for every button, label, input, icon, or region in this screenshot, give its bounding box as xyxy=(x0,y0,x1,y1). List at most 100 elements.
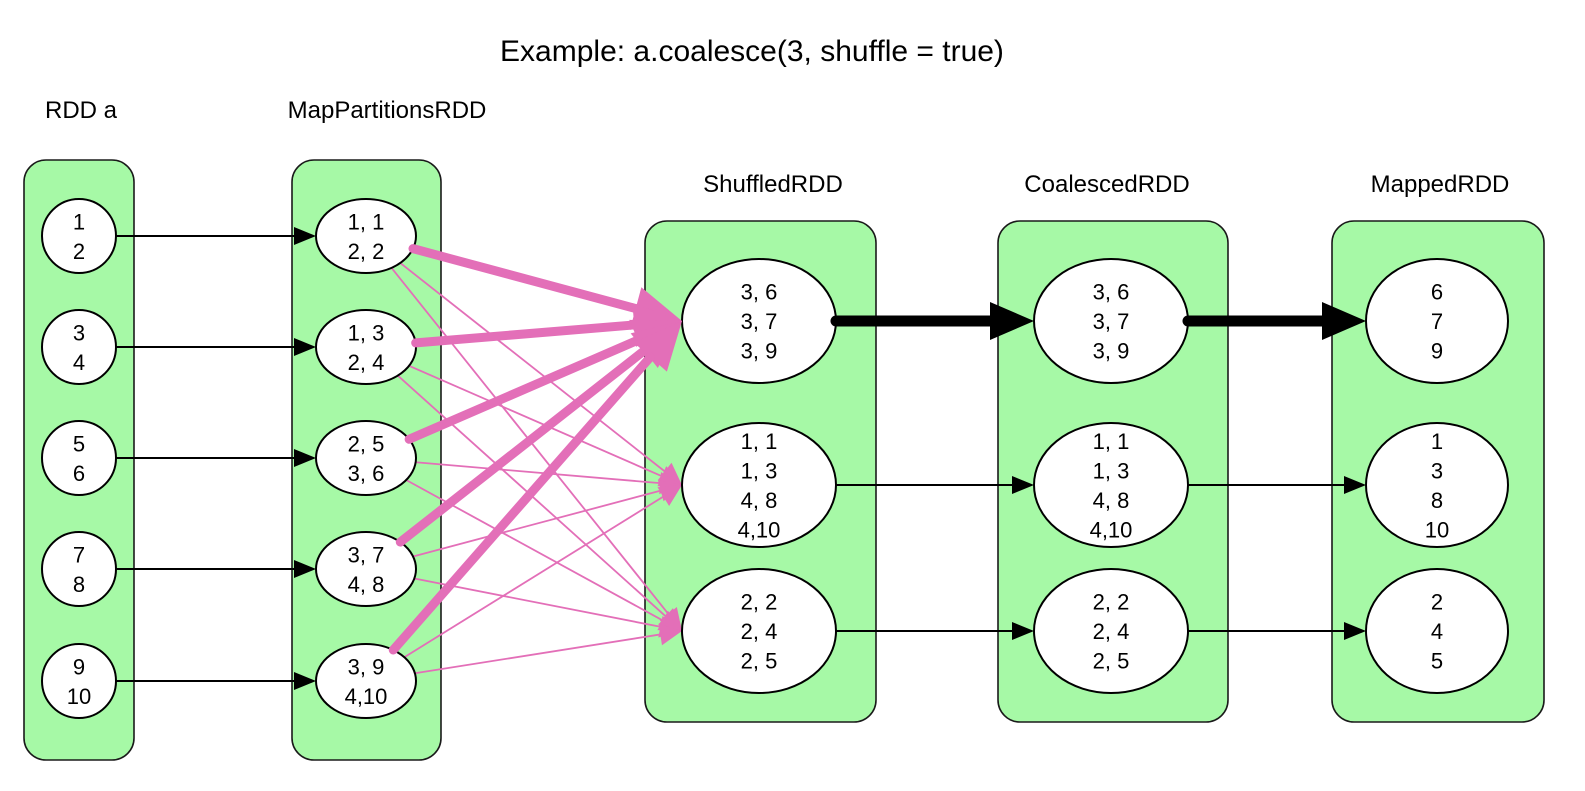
shuffled-rdd-partition-0[interactable]: 3, 6 3, 7 3, 9 xyxy=(681,258,837,384)
rdd-a-partition-2[interactable]: 56 xyxy=(41,420,117,496)
shuffled-rdd-partition-2[interactable]: 2, 22, 42, 5 xyxy=(681,568,837,694)
edge-line xyxy=(408,244,641,314)
partition-record: 9 xyxy=(73,654,85,679)
rdd-a-partition-1[interactable]: 34 xyxy=(41,309,117,385)
partition-record: 5 xyxy=(1431,649,1443,674)
partition-record: 4 xyxy=(1431,619,1443,644)
partition-record: 2 xyxy=(73,239,85,264)
partition-record: 1, 1 xyxy=(741,429,778,454)
narrow-dependency-edge xyxy=(116,338,316,356)
partition-record: 3, 6 xyxy=(1093,280,1130,305)
partition-record: 9 xyxy=(1431,339,1443,364)
map-partitions-rdd-partition-4[interactable]: 3, 9 4,10 xyxy=(315,643,417,719)
arrowhead-icon xyxy=(1322,302,1366,340)
partition-record: 2, 5 xyxy=(1093,649,1130,674)
narrow-dependency-edge xyxy=(830,302,1034,340)
arrowhead-icon xyxy=(658,623,682,646)
partition-record: 3, 7 xyxy=(741,309,778,334)
arrowhead-icon xyxy=(294,672,316,690)
edge-line xyxy=(399,262,666,473)
coalesced-rdd-partition-2[interactable]: 2, 2 2, 4 2, 5 xyxy=(1033,568,1189,694)
partition-record: 4 xyxy=(73,350,85,375)
arrowhead-icon xyxy=(657,485,682,506)
arrowhead-icon xyxy=(990,302,1034,340)
map-partitions-rdd-partition-3[interactable]: 3, 7 4, 8 xyxy=(315,531,417,607)
map-partitions-rdd-partition-2[interactable]: 2, 53, 6 xyxy=(315,420,417,496)
partition-record: 2, 5 xyxy=(741,649,778,674)
mapped-rdd-partition-2[interactable]: 245 xyxy=(1365,568,1509,694)
edge-line xyxy=(411,320,639,348)
partition-record: 3, 9 xyxy=(741,339,778,364)
mapped-rdd-partition-0[interactable]: 679 xyxy=(1365,258,1509,384)
narrow-dependency-edge xyxy=(1188,622,1366,640)
arrowhead-icon xyxy=(633,321,682,372)
partition-record: 3 xyxy=(73,320,85,345)
shuffle-dependency-edge xyxy=(388,321,682,655)
map-partitions-rdd-label: MapPartitionsRDD xyxy=(288,97,487,124)
partition-record: 2, 2 xyxy=(1093,590,1130,615)
edge-line xyxy=(412,489,661,558)
partition-record: 1, 3 xyxy=(1093,458,1130,483)
rdd-a-partition-3[interactable]: 78 xyxy=(41,531,117,607)
arrowhead-icon xyxy=(1344,622,1366,640)
arrowhead-icon xyxy=(1012,622,1034,640)
coalesced-rdd-partition-0[interactable]: 3, 63, 73, 9 xyxy=(1033,258,1189,384)
partition-record: 4, 8 xyxy=(741,488,778,513)
edge-line xyxy=(408,364,663,478)
partition-record: 1 xyxy=(73,209,85,234)
rdd-a-partition-4[interactable]: 910 xyxy=(41,643,117,719)
partition-record: 3, 6 xyxy=(741,280,778,305)
mapped-rdd-partition-1[interactable]: 1 3 8 10 xyxy=(1365,422,1509,548)
edge-line xyxy=(404,335,643,444)
partition-record: 4, 8 xyxy=(1093,488,1130,513)
arrowhead-icon xyxy=(1012,476,1034,494)
partition-record: 2, 4 xyxy=(741,619,778,644)
map-partitions-rdd-partition-1[interactable]: 1, 3 2, 4 xyxy=(315,309,417,385)
partition-record: 6 xyxy=(73,461,85,486)
partition-record: 5 xyxy=(73,431,85,456)
partition-record: 4,10 xyxy=(345,684,388,709)
partition-record: 6 xyxy=(1431,280,1443,305)
rdd-a-label: RDD a xyxy=(45,97,118,124)
partition-record: 7 xyxy=(73,542,85,567)
partition-record: 10 xyxy=(67,684,91,709)
shuffled-rdd-label: ShuffledRDD xyxy=(703,171,843,198)
partition-record: 4,10 xyxy=(1090,517,1133,542)
partition-record: 3, 9 xyxy=(348,654,385,679)
partition-record: 2, 5 xyxy=(348,431,385,456)
arrowhead-icon xyxy=(294,227,316,245)
narrow-dependency-edge xyxy=(116,227,316,245)
partition-record: 3, 7 xyxy=(1093,309,1130,334)
edge-line xyxy=(403,495,664,658)
shuffled-rdd-partition-1[interactable]: 1, 1 1, 3 4, 8 4,10 xyxy=(681,422,837,548)
arrowhead-icon xyxy=(294,449,316,467)
narrow-dependency-edge xyxy=(836,476,1034,494)
partition-record: 1, 1 xyxy=(1093,429,1130,454)
rdd-a-partition-0[interactable]: 12 xyxy=(41,198,117,274)
partition-record: 3 xyxy=(1431,458,1443,483)
partition-record: 2, 4 xyxy=(348,350,385,375)
partition-record: 1, 1 xyxy=(348,209,385,234)
arrowhead-icon xyxy=(294,560,316,578)
partition-record: 3, 7 xyxy=(348,542,385,567)
narrow-dependency-edge xyxy=(116,560,316,578)
partition-record: 4,10 xyxy=(738,517,781,542)
arrowhead-icon xyxy=(294,338,316,356)
narrow-dependency-edge xyxy=(1182,302,1366,340)
arrowhead-icon xyxy=(1344,476,1366,494)
partition-record: 2, 4 xyxy=(1093,619,1130,644)
partition-record: 4, 8 xyxy=(348,572,385,597)
partition-record: 8 xyxy=(73,572,85,597)
edge-line xyxy=(415,461,661,485)
mapped-rdd-label: MappedRDD xyxy=(1371,171,1510,198)
partition-record: 1, 3 xyxy=(348,320,385,345)
narrow-dependency-edge xyxy=(116,672,316,690)
coalesced-rdd-partition-1[interactable]: 1, 1 1, 3 4, 8 4,10 xyxy=(1033,422,1189,548)
partition-record: 1 xyxy=(1431,429,1443,454)
partition-record: 8 xyxy=(1431,488,1443,513)
edge-line xyxy=(414,633,661,675)
partition-record: 10 xyxy=(1425,517,1449,542)
map-partitions-rdd-partition-0[interactable]: 1, 12, 2 xyxy=(315,198,417,274)
partition-record: 1, 3 xyxy=(741,458,778,483)
